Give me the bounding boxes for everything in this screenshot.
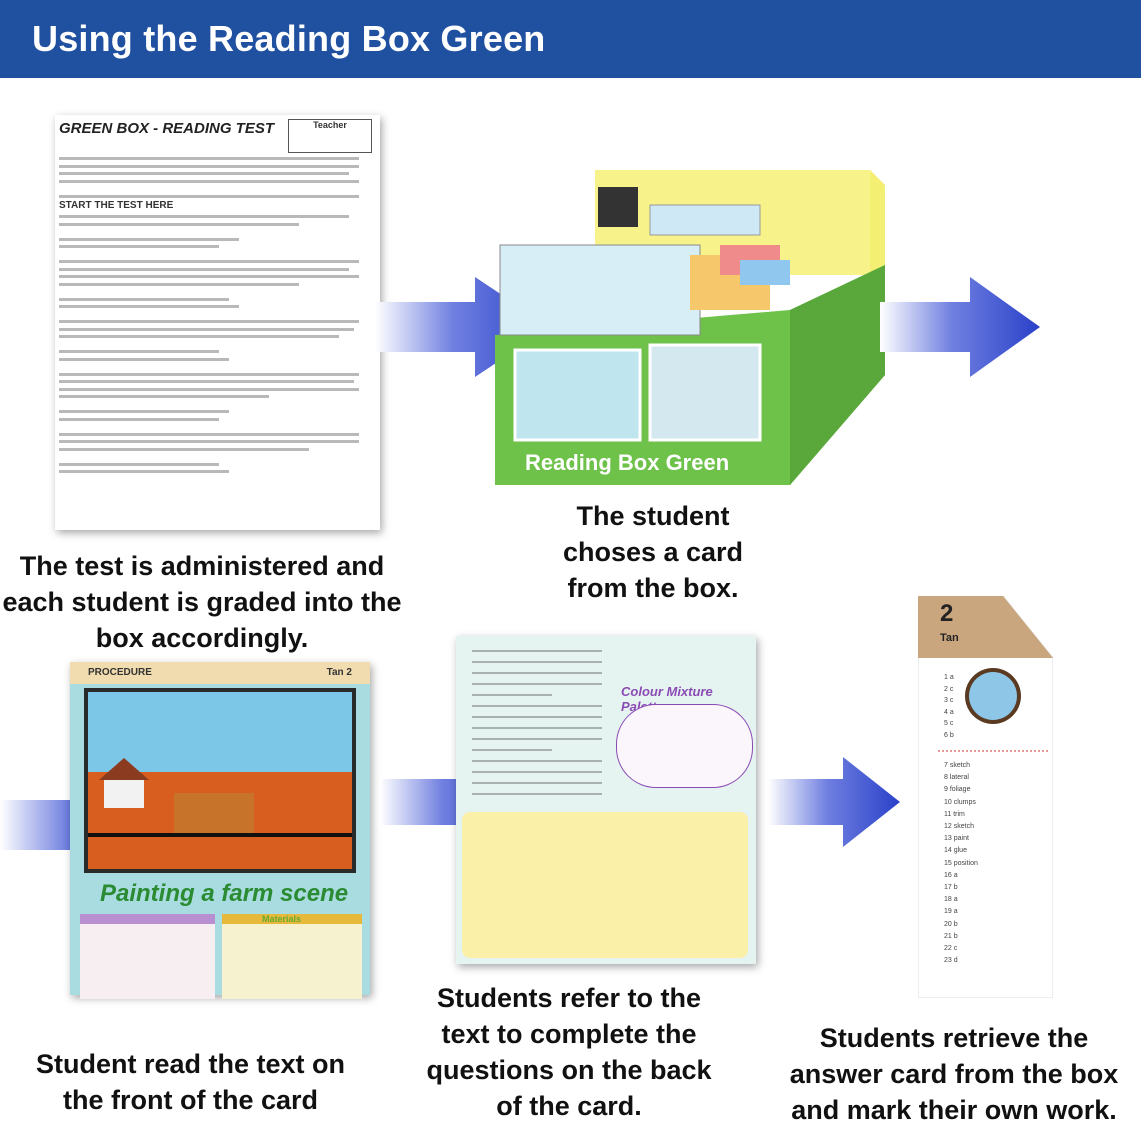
text-line: [59, 237, 239, 241]
answer-card-color: Tan: [940, 632, 959, 644]
text-line: [472, 749, 552, 751]
teacher-box: Teacher: [288, 119, 372, 153]
answer-card-number: 2: [940, 600, 954, 627]
text-line: [59, 470, 229, 473]
answer-item: 22 c: [944, 945, 958, 952]
answer-item: 7 sketch: [944, 762, 971, 769]
page-title: Using the Reading Box Green: [32, 18, 546, 59]
answer-item: 3 c: [944, 697, 954, 704]
questions-panel: [462, 812, 748, 958]
text-line: [59, 260, 359, 263]
answer-item: 20 b: [944, 920, 958, 928]
text-line: [472, 760, 602, 762]
text-line: [472, 683, 602, 685]
caption-step2: The student choses a card from the box.: [562, 501, 744, 603]
answer-item: 16 a: [944, 871, 958, 879]
answer-item: 14 glue: [944, 847, 967, 855]
answer-item: 13 paint: [944, 835, 969, 843]
answer-item: 9 foliage: [944, 786, 971, 794]
arrow-icon: [880, 277, 1040, 377]
text-line: [59, 320, 359, 323]
text-line: [59, 327, 354, 331]
text-line: [472, 694, 552, 696]
answer-item: 10 clumps: [944, 798, 976, 806]
farm-scene-picture: [84, 688, 356, 873]
answer-item: 8 lateral: [944, 774, 969, 782]
text-line: [472, 782, 602, 784]
answer-item: 2 c: [944, 685, 954, 693]
scene-title: Painting a farm scene: [100, 880, 349, 907]
answer-item: 11 trim: [944, 810, 965, 818]
text-line: [59, 372, 359, 376]
text-line: [59, 432, 359, 436]
text-line: [472, 661, 602, 663]
start-heading: START THE TEST HERE: [59, 200, 174, 211]
text-line: [59, 305, 239, 308]
answer-item: 4 a: [944, 708, 954, 716]
procedure-panel: [80, 914, 215, 999]
materials-label: Materials: [262, 914, 302, 924]
text-line: [59, 172, 349, 175]
answer-item: 21 b: [944, 932, 958, 940]
card-back: Colour Mixture Palette: [456, 636, 756, 964]
text-line: [59, 410, 229, 413]
arrow-icon: [768, 757, 900, 847]
card-front-header: PROCEDURE Tan 2: [70, 662, 370, 684]
answer-item: 1 a: [944, 674, 954, 681]
caption-step5: Students retrieve the answer card from t…: [789, 1023, 1119, 1125]
text-line: [59, 157, 359, 160]
answer-card: 2 Tan 1 a 2 c 3 c 4 a 5 c 6 b 7 sketch 8 latera…: [918, 596, 1053, 998]
answer-item: 6 b: [944, 731, 954, 739]
answer-item: 12 sketch: [944, 823, 974, 830]
materials-panel: Materials: [222, 914, 362, 999]
box-label: Reading Box Green: [525, 450, 729, 475]
sheet-title: GREEN BOX - READING TEST: [59, 120, 275, 137]
answer-item: 18 a: [944, 896, 958, 904]
text-line: [472, 705, 602, 707]
text-line: [59, 194, 359, 198]
text-line: [59, 417, 219, 421]
text-line: [59, 335, 339, 338]
text-line: [59, 282, 299, 286]
text-line: [59, 215, 349, 218]
caption-step3: Student read the text on the front of th…: [35, 1049, 346, 1115]
text-line: [59, 357, 229, 361]
card-front-tag: Tan 2: [326, 667, 352, 678]
text-line: [59, 297, 229, 301]
text-line: [472, 738, 602, 740]
text-line: [59, 447, 309, 451]
caption-step4: Students refer to the text to complete t…: [426, 983, 712, 1121]
caption-step1: The test is administered and each studen…: [2, 551, 402, 653]
text-line: [59, 440, 359, 443]
answer-item: 5 c: [944, 720, 954, 727]
answer-item: 19 a: [944, 908, 958, 916]
reading-test-sheet: GREEN BOX - READING TEST Teacher START T…: [55, 115, 380, 530]
teacher-label: Teacher: [313, 120, 347, 130]
text-line: [59, 267, 349, 271]
header-banner: Using the Reading Box Green: [0, 0, 1141, 78]
card-front-procedure: PROCEDURE: [88, 667, 152, 678]
card-front: PROCEDURE Tan 2 Painting a farm scene Ma…: [70, 662, 370, 999]
text-line: [59, 164, 359, 168]
text-line: [59, 387, 359, 391]
text-line: [59, 395, 269, 398]
answer-item: 23 d: [944, 957, 958, 965]
text-line: [472, 771, 602, 773]
reading-box-illustration: Reading Box Green: [495, 170, 885, 485]
text-line: [472, 793, 602, 795]
text-line: [59, 380, 354, 383]
text-line: [59, 462, 219, 466]
palette-oval: [616, 704, 753, 788]
text-line: [59, 222, 299, 226]
text-line: [59, 275, 359, 278]
text-line: [472, 650, 602, 652]
text-line: [59, 179, 359, 183]
text-line: [472, 727, 602, 729]
text-line: [472, 672, 602, 674]
text-line: [59, 350, 219, 353]
answer-item: 15 position: [944, 859, 978, 867]
text-line: [59, 245, 219, 248]
answer-item: 17 b: [944, 884, 958, 891]
text-line: [472, 716, 602, 718]
